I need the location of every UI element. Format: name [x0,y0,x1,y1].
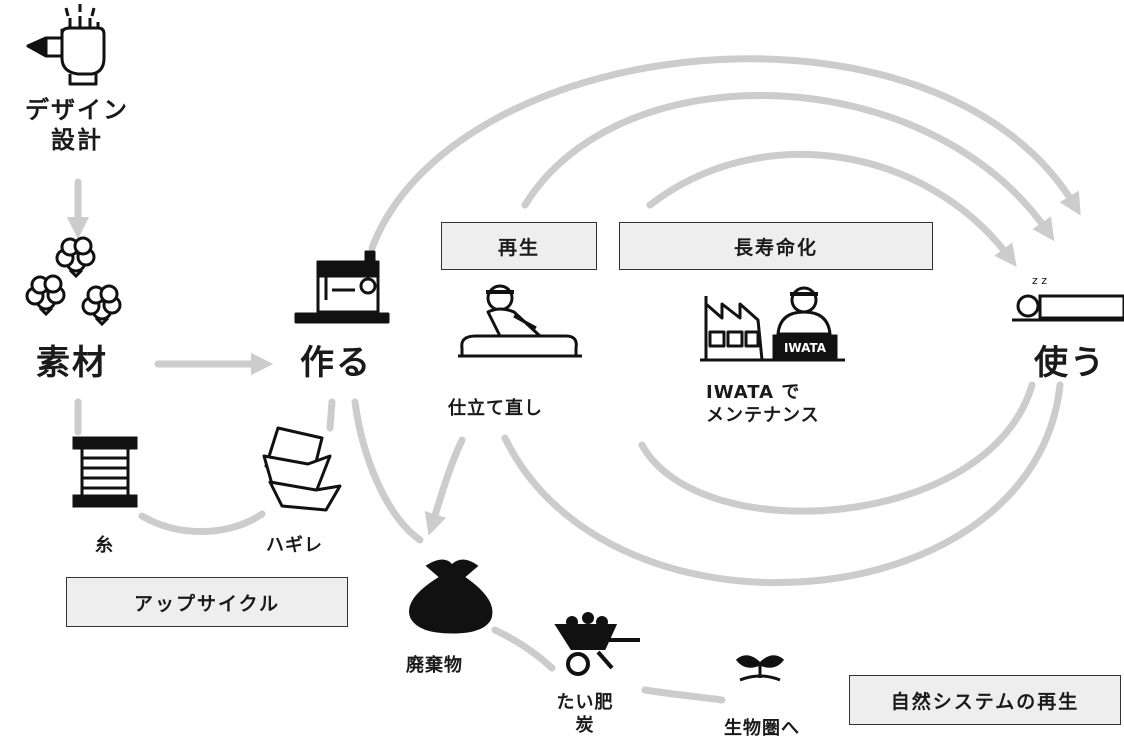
arrow-use-return-inner [638,381,1036,515]
compost-label-line1: たい肥 [556,692,614,713]
compost-label-line2: 炭 [575,714,595,736]
sprout-icon [735,655,785,682]
design-label: デザイン 設計 [14,95,140,155]
arrow-regenerate-arc [521,92,1055,242]
line-thread-to-scraps [138,510,266,535]
use-label: 使う [1034,343,1106,383]
arrow-make-to-use [368,55,1081,252]
make-label: 作る [300,343,372,383]
fabric-scraps-icon [262,426,342,512]
regenerate-box: 再生 [441,222,597,270]
tailoring-person-icon [458,284,582,358]
wheelbarrow-icon [554,612,640,676]
maintenance-label-line1: IWATA で [706,382,801,403]
garbage-bag-icon [409,559,493,634]
compost-label: たい肥 炭 [555,692,615,737]
arrow-tailoring-to-waste [424,436,466,536]
scraps-label: ハギレ [266,535,323,556]
factory-sign-label: IWATA [784,341,827,355]
arrow-use-return-outer [501,381,1064,587]
material-label: 素材 [36,343,108,383]
line-make-to-scraps [326,398,336,432]
line-compost-to-biosphere [641,686,726,704]
upcycle-box: アップサイクル [66,577,348,627]
natural-system-box: 自然システムの再生 [849,675,1121,725]
maintenance-label: IWATA で メンテナンス [706,382,820,427]
tailoring-label: 仕立て直し [448,398,543,419]
spool-icon [72,436,138,508]
biosphere-label: 生物圏へ [724,718,800,739]
line-waste-to-compost [491,626,556,672]
sewing-machine-icon [294,250,390,324]
thread-label: 糸 [95,535,114,556]
sleeping-person-icon: z z [1012,274,1124,322]
hand-pencil-icon [26,4,106,86]
worker-icon: IWATA [772,286,838,360]
design-label-line1: デザイン [25,96,129,124]
waste-label: 廃棄物 [406,655,463,676]
cotton-icon [25,236,122,327]
design-label-line2: 設計 [51,126,103,154]
arrow-make-to-waste [351,398,424,544]
arrow-longevity-arc [646,150,1017,267]
maintenance-label-line2: メンテナンス [706,404,820,426]
longevity-box: 長寿命化 [619,222,933,270]
zz-label: z z [1032,274,1047,287]
factory-icon [700,296,845,362]
